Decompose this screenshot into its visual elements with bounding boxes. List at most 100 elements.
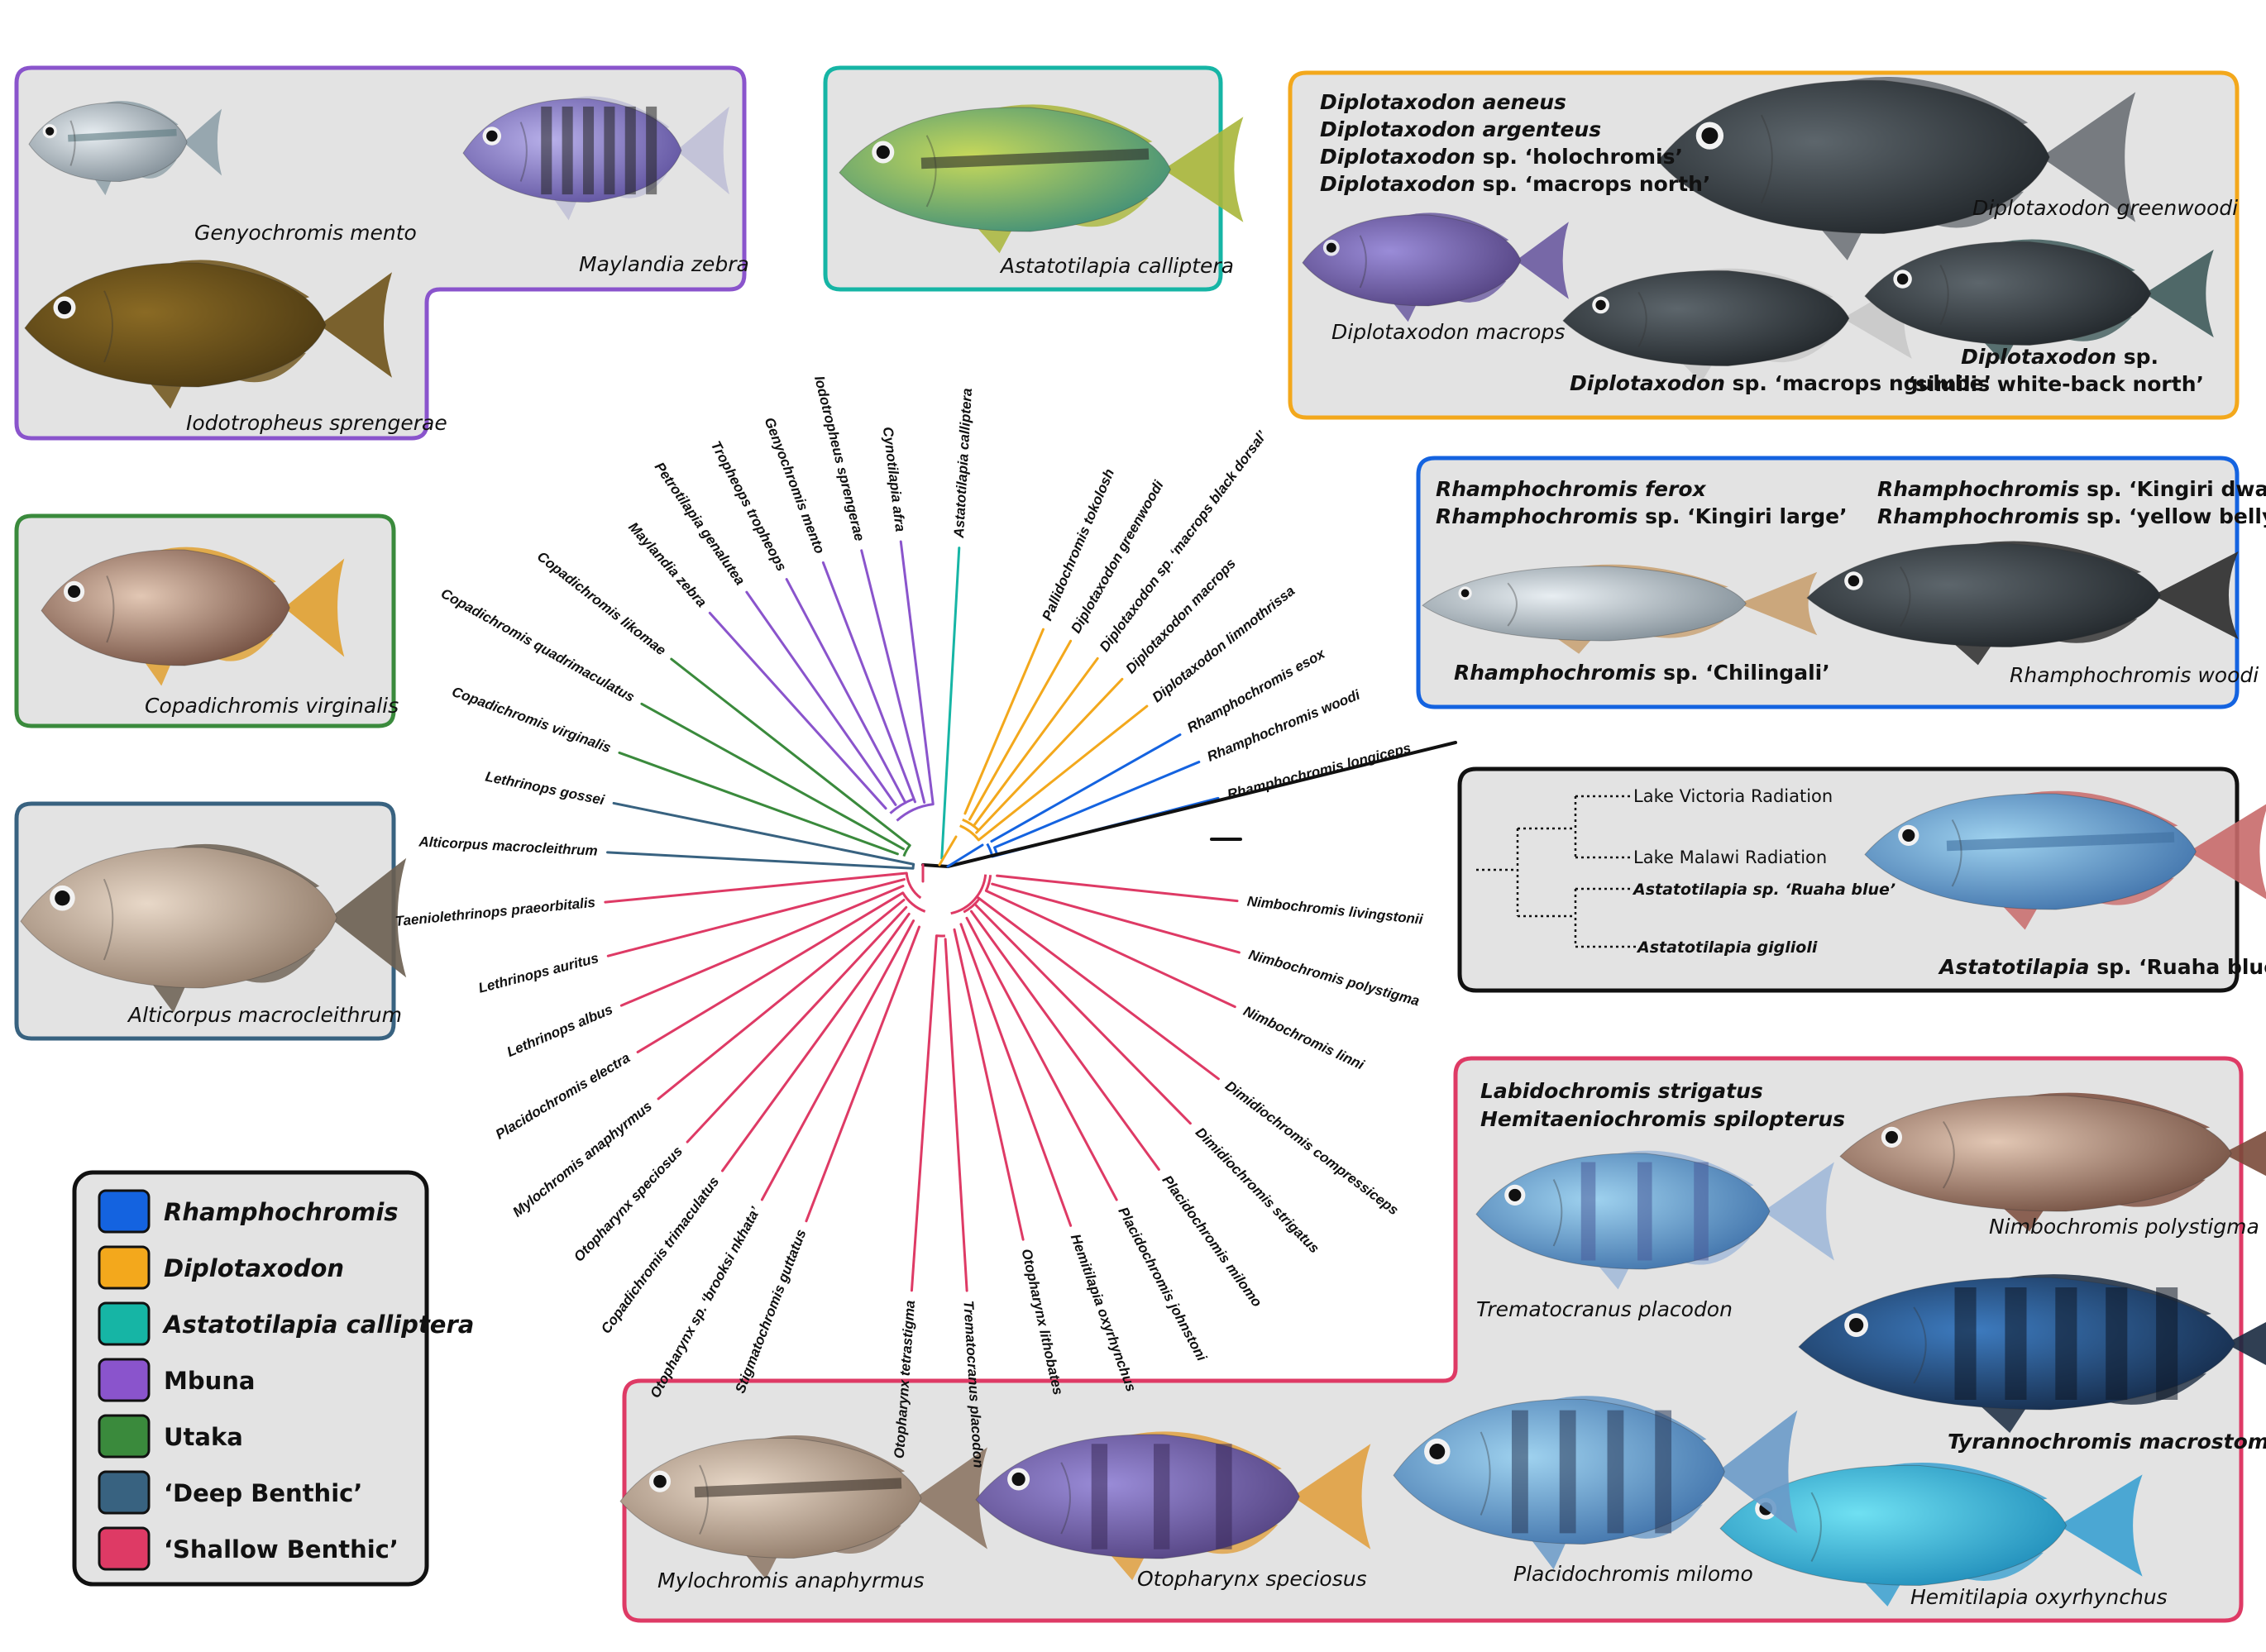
- fish-diplotaxodon-similis: [1864, 239, 2214, 364]
- tree-node: [985, 875, 992, 891]
- tree-node: [901, 891, 926, 913]
- diplotaxodon-species-entry-genus: Diplotaxodon: [1320, 117, 1475, 141]
- tree-branch: [805, 925, 920, 1223]
- caption-rhamphochromis-chilingali: Rhamphochromis sp. ‘Chilingali’: [1454, 661, 1830, 685]
- legend-box: [72, 1170, 429, 1587]
- fish-otopharynx-speciosus: [975, 1431, 1371, 1581]
- rhamphochromis-species-entry-genus: Rhamphochromis: [1436, 504, 1637, 528]
- tree-branch: [860, 549, 926, 804]
- tree-node: [946, 843, 984, 868]
- tree-branch: [604, 871, 908, 904]
- diplotaxodon-species-entry: Diplotaxodon sp. ‘holochromis’: [1320, 145, 1683, 169]
- tree-tip-label: Taeniolethrinops praeorbitalis: [394, 895, 596, 929]
- fish-trematocranus-placodon: [1475, 1150, 1834, 1290]
- cladogram-label: Astatotilapia sp. ‘Ruaha blue’: [1632, 881, 1896, 899]
- rhamphochromis-species-entry-genus: Rhamphochromis: [1877, 477, 2079, 501]
- diplotaxodon-species-entry: Diplotaxodon sp. ‘macrops north’: [1320, 172, 1710, 196]
- tree-node: [896, 803, 934, 822]
- caption-diplotaxodon-similis-epithet: sp.: [2116, 345, 2158, 369]
- rhamphochromis-species-entry-genus: Rhamphochromis: [1436, 477, 1637, 501]
- tree-branch: [910, 934, 938, 1292]
- legend-swatch: [98, 1414, 151, 1459]
- tree-tip-label: Dimidiochromis compressiceps: [1222, 1078, 1402, 1219]
- legend-label: Utaka: [164, 1423, 243, 1451]
- diplotaxodon-species-entry-genus: Diplotaxodon: [1320, 145, 1475, 169]
- caption-copadichromis-virginalis: Copadichromis virginalis: [145, 694, 399, 718]
- legend-swatch: [98, 1245, 151, 1290]
- tree-tip-label: Copadichromis likomae: [534, 548, 669, 658]
- caption-hemitilapia-oxyrhynchus: Hemitilapia oxyrhynchus: [1910, 1585, 2168, 1609]
- tree-branch: [821, 561, 916, 804]
- tree-node: [889, 797, 915, 814]
- caption-astatotilapia-calliptera: Astatotilapia calliptera: [999, 254, 1234, 278]
- legend-label: Astatotilapia calliptera: [162, 1311, 474, 1339]
- caption-diplotaxodon-ngulube: Diplotaxodon sp. ‘macrops ngulube’: [1570, 371, 1991, 395]
- caption-diplotaxodon-ngulube-epithet: sp. ‘macrops ngulube’: [1725, 371, 1991, 395]
- tree-branch: [745, 590, 897, 806]
- tree-branch: [708, 611, 887, 810]
- diplotaxodon-species-entry-genus: Diplotaxodon: [1320, 90, 1475, 114]
- fish-astatotilapia-ruaha-blue: [1864, 790, 2266, 930]
- tree-branch: [657, 899, 906, 1101]
- tree-branch: [899, 540, 935, 806]
- fish-astatotilapia-calliptera: [839, 104, 1244, 254]
- tree-branch: [963, 628, 1045, 815]
- tree-node: [963, 897, 981, 914]
- tree-branch: [991, 882, 1241, 954]
- caption-otopharynx-speciosus: Otopharynx speciosus: [1137, 1567, 1367, 1591]
- rhamphochromis-species-entry-epithet: sp. ‘Kingiri large’: [1637, 504, 1847, 528]
- tree-branch: [619, 885, 905, 1007]
- tree-node: [905, 872, 922, 900]
- cladogram-label: Lake Malawi Radiation: [1633, 847, 1827, 867]
- legend-swatch: [98, 1470, 151, 1515]
- tree-tip-label: Iodotropheus sprengerae: [811, 375, 868, 542]
- tree-node: [950, 874, 987, 915]
- caption-tyrannochromis-macrostoma: Tyrannochromis macrostoma: [1948, 1430, 2266, 1454]
- caption-rhamphochromis-woodi: Rhamphochromis woodi: [2010, 663, 2259, 687]
- tree-outgroup-branch: [946, 741, 1457, 868]
- fish-genyochromis-mento: [28, 101, 222, 196]
- tree-node: [902, 844, 911, 857]
- tree-branch: [944, 938, 968, 1292]
- caption-diplotaxodon-similis: Diplotaxodon sp.: [1961, 345, 2158, 369]
- fish-diplotaxodon-macrops: [1302, 212, 1569, 322]
- rhamphochromis-species-entry: Rhamphochromis sp. ‘yellow belly’: [1877, 504, 2266, 528]
- tree-tip-label: Otopharynx lithobates: [1018, 1248, 1066, 1397]
- tree-branch: [606, 851, 915, 870]
- rhamphochromis-species-entry: Rhamphochromis sp. ‘Kingiri dwarf’: [1877, 477, 2266, 501]
- tree-branch: [977, 704, 1149, 842]
- caption-alticorpus-macrocleithrum: Alticorpus macrocleithrum: [127, 1003, 402, 1027]
- tree-node: [938, 835, 958, 867]
- diplotaxodon-species-entry-genus: Diplotaxodon: [1320, 172, 1475, 196]
- tree-branch: [785, 578, 907, 805]
- caption-diplotaxodon-greenwoodi: Diplotaxodon greenwoodi: [1972, 196, 2238, 220]
- tree-node: [959, 824, 980, 841]
- fish-hemitilapia-oxyrhynchus: [1719, 1462, 2143, 1607]
- tree-branch: [996, 874, 1239, 903]
- fish-placidochromis-milomo: [1393, 1396, 1798, 1570]
- legend-label: Rhamphochromis: [164, 1198, 399, 1226]
- diplotaxodon-species-entry-epithet: sp. ‘holochromis’: [1475, 145, 1683, 169]
- tree-branch: [670, 657, 911, 847]
- caption-rhamphochromis-chilingali-epithet: sp. ‘Chilingali’: [1656, 661, 1829, 685]
- shallow-benthic-species-entry: Hemitaeniochromis spilopterus: [1480, 1107, 1845, 1131]
- tree-branch: [990, 733, 1182, 843]
- tree-branch: [686, 905, 908, 1144]
- legend-label: Diplotaxodon: [164, 1254, 344, 1282]
- tree-tip-label: Copadichromis virginalis: [450, 684, 613, 756]
- tree-branch: [636, 891, 905, 1053]
- tree-tip-label: Rhamphochromis longiceps: [1226, 740, 1413, 803]
- tree-tip-label: Astatotilapia calliptera: [951, 388, 975, 539]
- shallow-benthic-species-entry: Labidochromis strigatus: [1480, 1079, 1763, 1103]
- tree-tip-label: Nimbochromis livingstonii: [1246, 893, 1425, 927]
- caption-diplotaxodon-similis-line2: ‘similis white-back north’: [1908, 372, 2205, 396]
- diplotaxodon-species-entry-epithet: sp. ‘macrops north’: [1475, 172, 1710, 196]
- legend-swatch: [98, 1189, 151, 1234]
- fish-mylochromis-anaphyrmus: [619, 1435, 987, 1579]
- rhamphochromis-species-entry: Rhamphochromis ferox: [1436, 477, 1707, 501]
- caption-mylochromis-anaphyrmus: Mylochromis anaphyrmus: [657, 1568, 925, 1592]
- cladogram-label: Astatotilapia giglioli: [1636, 938, 1818, 957]
- caption-maylandia-zebra: Maylandia zebra: [579, 252, 749, 276]
- tree-tip-label: Cynotilapia afra: [880, 426, 908, 532]
